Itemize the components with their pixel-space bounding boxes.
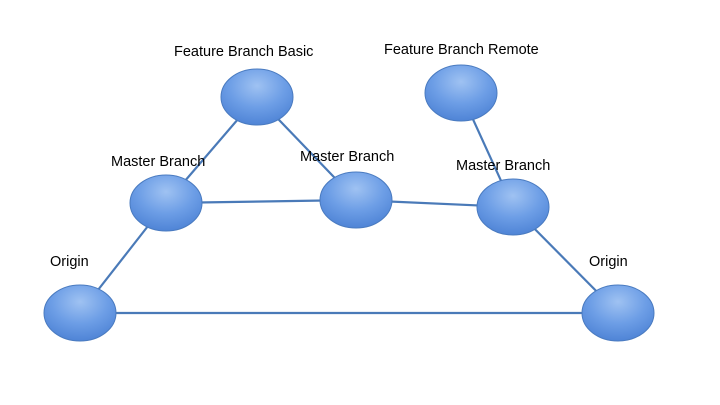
label-feature-branch-remote: Feature Branch Remote [384, 42, 539, 58]
label-feature-branch-basic: Feature Branch Basic [174, 44, 314, 60]
node-feature-remote [424, 64, 498, 122]
node-origin-left [43, 284, 117, 342]
label-master-branch-middle: Master Branch [300, 149, 395, 165]
label-master-branch-left: Master Branch [111, 154, 206, 170]
node-feature-basic [220, 68, 294, 126]
nodes-layer [43, 64, 655, 342]
node-master-left [129, 174, 203, 232]
label-master-branch-right: Master Branch [456, 158, 551, 174]
label-origin-left: Origin [50, 254, 89, 270]
label-origin-right: Origin [589, 254, 628, 270]
node-origin-right [581, 284, 655, 342]
node-master-right [476, 178, 550, 236]
node-master-middle [319, 171, 393, 229]
